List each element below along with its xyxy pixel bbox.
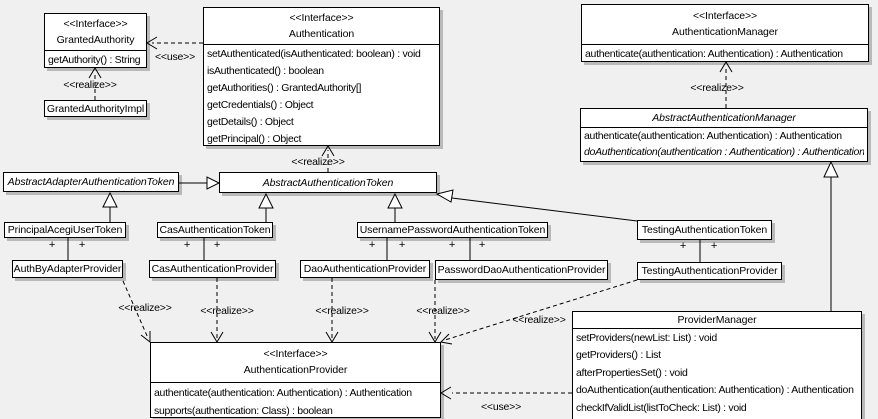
class-name: TestingAuthenticationProvider (641, 265, 778, 277)
class-provider-manager: ProviderManager setProviders(newList: Li… (572, 311, 862, 419)
class-name: GrantedAuthorityImpl (46, 102, 145, 115)
association-end-plus: + (368, 239, 376, 251)
class-abstract-authentication-token: AbstractAuthenticationToken (219, 172, 437, 193)
class-name: CasAuthenticationProvider (151, 263, 274, 275)
method: doAuthentication(authentication: Authent… (576, 384, 854, 397)
class-authentication: <<Interface>> Authentication setAuthenti… (203, 7, 440, 146)
class-authentication-provider: <<Interface>> AuthenticationProvider aut… (150, 342, 441, 418)
realize-label: <<realize>> (315, 305, 369, 317)
class-cas-authentication-provider: CasAuthenticationProvider (149, 260, 276, 278)
class-abstract-authentication-manager: AbstractAuthenticationManager authentica… (580, 108, 868, 162)
edge-gen-usernamepasswordtoken-to-abstracttoken (387, 192, 403, 222)
edge-gen-principaltoken-to-adaptertoken (102, 191, 118, 222)
class-name: AuthByAdapterProvider (13, 263, 122, 275)
edge-gen-testingtoken-to-abstracttoken (435, 189, 638, 222)
method: getPrincipal() : Object (207, 133, 302, 145)
class-name: AuthenticationManager (672, 26, 778, 38)
stereotype-label: <<Interface>> (263, 348, 328, 360)
class-auth-by-adapter-provider: AuthByAdapterProvider (12, 260, 123, 278)
class-username-password-authentication-token: UsernamePasswordAuthenticationToken (357, 222, 548, 238)
association-end-plus: + (78, 239, 86, 251)
association-end-plus: + (710, 240, 718, 252)
class-granted-authority: <<Interface>> GrantedAuthority getAuthor… (44, 13, 147, 68)
edge-gen-providermanager-to-abstractmanager (823, 160, 839, 311)
class-granted-authority-impl: GrantedAuthorityImpl (44, 100, 147, 117)
edge-use-providermanager-to-authenticationprovider (440, 386, 572, 400)
edge-gen-castoken-to-abstracttoken (258, 192, 274, 222)
class-name: ProviderManager (573, 312, 861, 329)
class-principal-acegi-user-token: PrincipalAcegiUserToken (4, 222, 126, 238)
edge-gen-adaptertoken-to-abstracttoken (179, 176, 221, 190)
class-dao-authentication-provider: DaoAuthenticationProvider (300, 260, 430, 278)
method: supports(authentication: Class) : boolea… (154, 405, 333, 417)
method: getAuthority() : String (48, 54, 141, 66)
class-name: PasswordDaoAuthenticationProvider (437, 264, 606, 276)
use-label: <<use>> (480, 401, 522, 413)
realize-label: <<realize>> (690, 82, 744, 94)
method: getAuthorities() : GrantedAuthority[] (207, 82, 362, 94)
realize-label: <<realize>> (291, 156, 345, 168)
method: authenticate(authentication: Authenticat… (584, 130, 842, 142)
realize-label: <<realize>> (512, 314, 566, 326)
class-testing-authentication-token: TestingAuthenticationToken (637, 220, 772, 240)
class-name: DaoAuthenticationProvider (303, 263, 427, 275)
class-name: GrantedAuthority (56, 34, 135, 46)
class-name: TestingAuthenticationToken (641, 224, 768, 236)
class-name: Authentication (288, 28, 355, 40)
association-end-plus: + (478, 239, 486, 251)
class-cas-authentication-token: CasAuthenticationToken (157, 222, 273, 238)
method: getCredentials() : Object (207, 99, 314, 111)
stereotype-label: <<Interface>> (692, 10, 758, 22)
method: authenticate(authentication: Authenticat… (154, 387, 412, 399)
use-label: <<use>> (154, 51, 196, 63)
association-end-plus: + (213, 239, 221, 251)
method: afterPropertiesSet() : void (576, 366, 688, 379)
class-testing-authentication-provider: TestingAuthenticationProvider (637, 262, 782, 280)
method: doAuthentication(authentication : Authen… (584, 146, 864, 158)
association-end-plus: + (448, 239, 456, 251)
edge-use-authentication-to-grantedauthority (146, 36, 203, 50)
association-end-plus: + (183, 239, 191, 251)
class-name: PrincipalAcegiUserToken (7, 224, 123, 236)
class-name: UsernamePasswordAuthenticationToken (359, 224, 546, 236)
class-abstract-adapter-authentication-token: AbstractAdapterAuthenticationToken (3, 172, 179, 192)
class-name: AbstractAuthenticationManager (581, 109, 867, 128)
method: isAuthenticated() : boolean (207, 65, 324, 77)
association-end-plus: + (48, 239, 56, 251)
realize-label: <<realize>> (63, 79, 117, 91)
realize-label: <<realize>> (416, 305, 470, 317)
class-authentication-manager: <<Interface>> AuthenticationManager auth… (581, 4, 869, 62)
class-password-dao-authentication-provider: PasswordDaoAuthenticationProvider (435, 260, 608, 280)
method: checkIfValidList(listToCheck: List) : vo… (576, 401, 747, 414)
method: setProviders(newList: List) : void (576, 332, 717, 344)
association-end-plus: + (398, 239, 406, 251)
class-name: CasAuthenticationToken (159, 224, 271, 236)
realize-label: <<realize>> (200, 305, 254, 317)
association-end-plus: + (679, 240, 687, 252)
class-name: AuthenticationProvider (243, 364, 348, 376)
class-name: AbstractAuthenticationToken (262, 176, 394, 189)
stereotype-label: <<Interface>> (289, 12, 354, 24)
realize-label: <<realize>> (118, 302, 172, 314)
method: setAuthenticated(isAuthenticated: boolea… (207, 48, 421, 60)
method: getProviders() : List (576, 349, 661, 362)
stereotype-label: <<Interface>> (63, 18, 128, 30)
class-name: AbstractAdapterAuthenticationToken (7, 176, 175, 188)
method: authenticate(authentication: Authenticat… (585, 48, 843, 60)
method: getDetails() : Object (207, 116, 294, 128)
